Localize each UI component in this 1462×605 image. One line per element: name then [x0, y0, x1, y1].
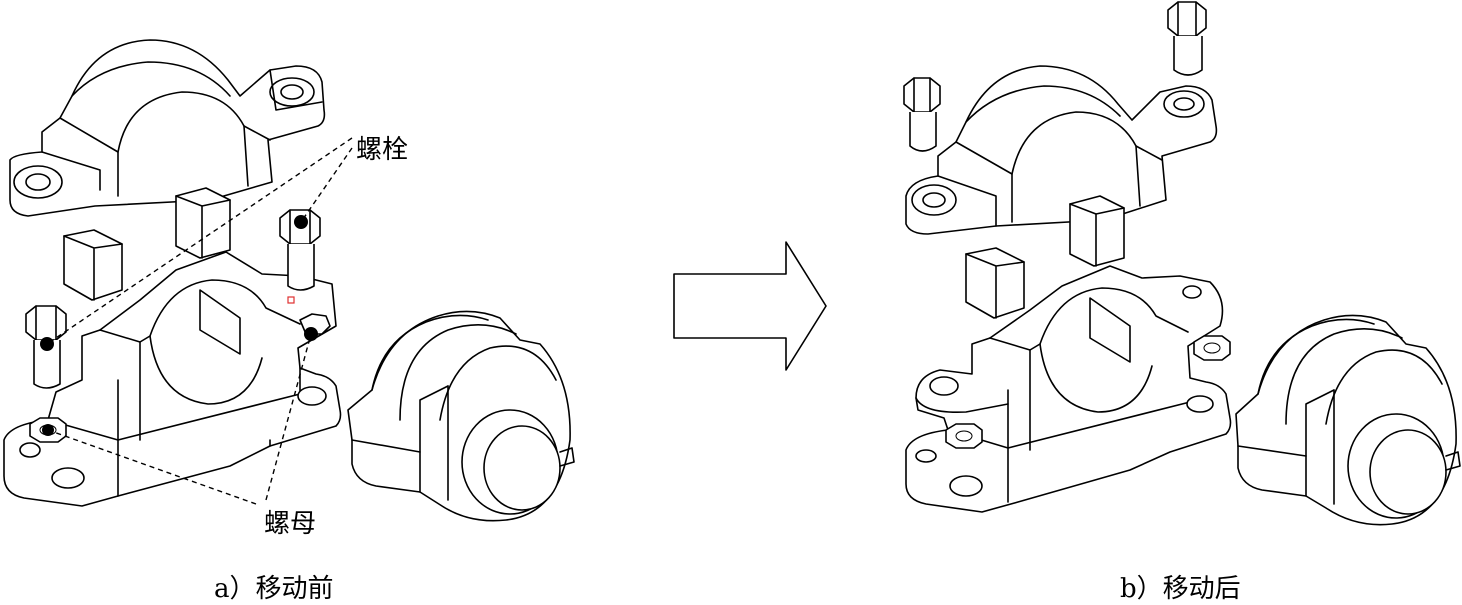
bearing-cap-after — [905, 65, 1218, 235]
bolt-left — [25, 305, 67, 389]
liner-blocks — [63, 187, 231, 301]
bushing-after — [1235, 314, 1461, 526]
leader-lines — [46, 137, 353, 505]
bolt-label: 螺栓 — [356, 135, 408, 165]
transition-arrow — [673, 241, 827, 371]
assembly-before — [3, 39, 575, 522]
bolt-right-selection-dot — [294, 215, 308, 229]
nut-label: 螺母 — [264, 509, 316, 539]
nut-moved-left — [945, 423, 983, 449]
bearing-cap — [9, 39, 326, 217]
liner-blocks-after — [965, 195, 1125, 319]
nut-left-selection-dot — [42, 424, 54, 436]
bearing-base-after — [905, 265, 1232, 513]
nut-moved-right — [1193, 335, 1231, 361]
caption-after: b）移动后 — [1120, 574, 1241, 604]
assembly-after — [903, 1, 1461, 526]
bolt-left-selection-dot — [40, 337, 54, 351]
bolt-moved-top — [1167, 1, 1207, 76]
caption-before: a）移动前 — [214, 574, 334, 604]
bushing-before — [347, 310, 575, 522]
bearing-base — [3, 251, 342, 507]
cursor-marker — [287, 296, 295, 304]
bolt-moved-left — [903, 77, 941, 152]
